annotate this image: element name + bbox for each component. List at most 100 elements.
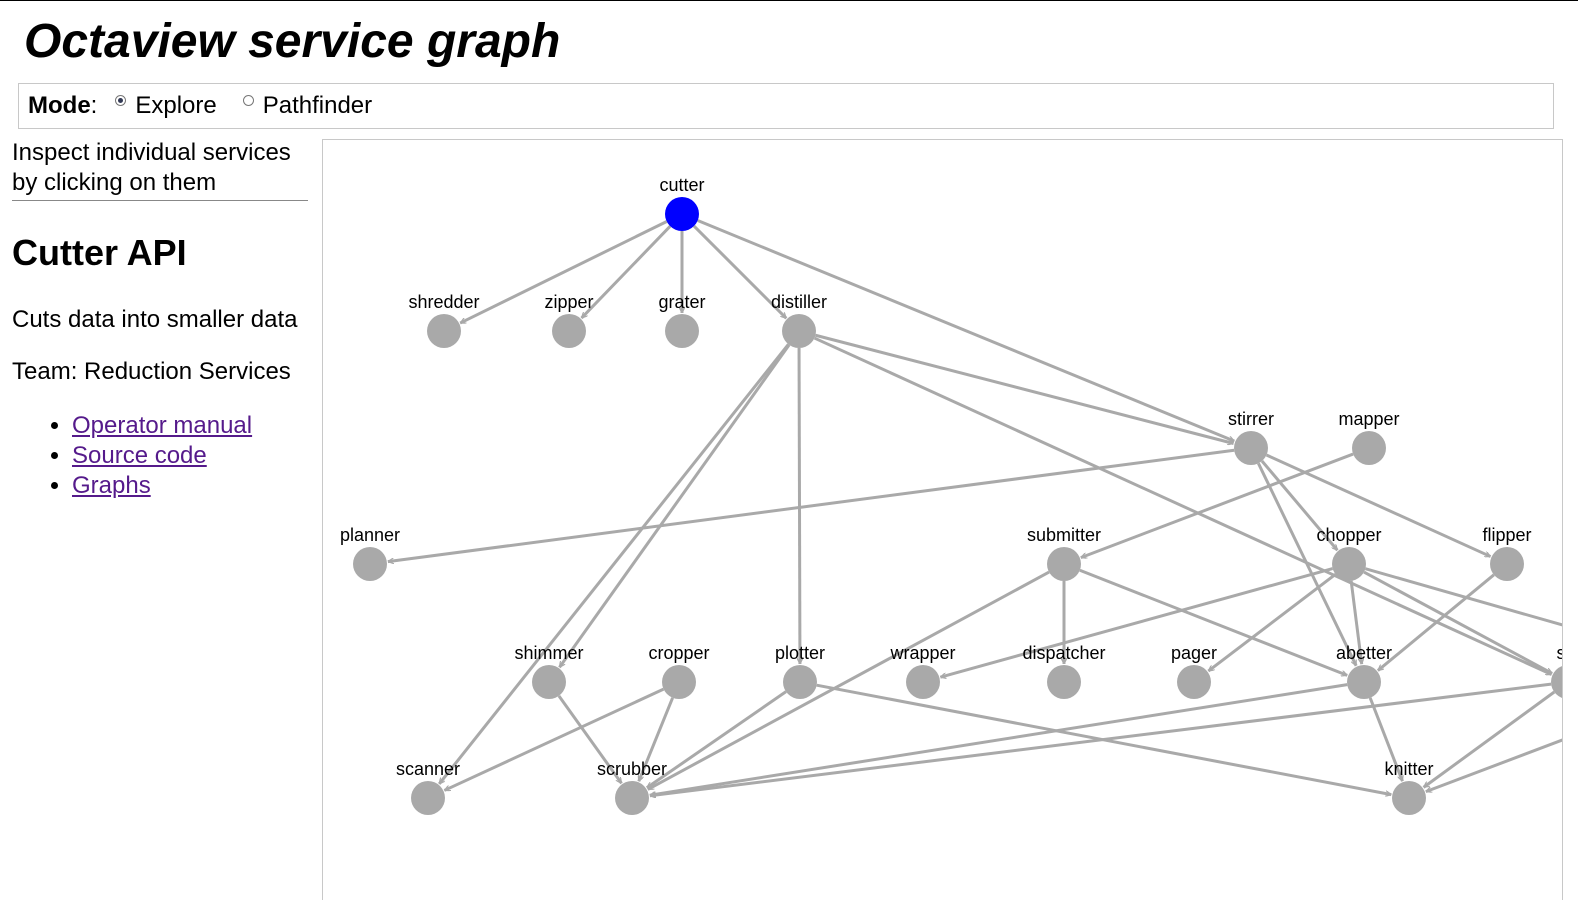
- node-circle-submitter[interactable]: [1047, 547, 1081, 581]
- node-circle-plotter[interactable]: [783, 665, 817, 699]
- pathfinder-radio[interactable]: [242, 94, 254, 106]
- link-item: Operator manual: [72, 411, 308, 441]
- node-circle-flipper[interactable]: [1490, 547, 1524, 581]
- edge-distiller-to-stirrer: [815, 333, 1233, 443]
- node-label-abetter: abetter: [1336, 643, 1392, 663]
- node-label-submitter: submitter: [1027, 525, 1101, 545]
- node-circle-zipper[interactable]: [552, 314, 586, 348]
- node-planner[interactable]: planner: [340, 525, 400, 581]
- edge-cutter-to-zipper: [580, 225, 672, 320]
- node-grater[interactable]: grater: [658, 292, 706, 348]
- edge-flipper-to-abetter: [1378, 573, 1495, 672]
- node-circle-scrubber[interactable]: [615, 781, 649, 815]
- node-label-stc: stc: [1556, 643, 1563, 663]
- edge-cropper-to-scanner: [444, 687, 665, 792]
- node-circle-stirrer[interactable]: [1234, 431, 1268, 465]
- node-label-scanner: scanner: [396, 759, 460, 779]
- node-label-wrapper: wrapper: [889, 643, 955, 663]
- node-flipper[interactable]: flipper: [1482, 525, 1532, 581]
- node-dispatcher[interactable]: dispatcher: [1022, 643, 1106, 699]
- node-chopper[interactable]: chopper: [1316, 525, 1382, 581]
- node-label-grater: grater: [658, 292, 705, 312]
- node-scrubber[interactable]: scrubber: [597, 759, 667, 815]
- node-stc[interactable]: stc: [1551, 643, 1563, 699]
- service-title: Cutter API: [12, 232, 187, 273]
- node-plotter[interactable]: plotter: [775, 643, 825, 699]
- node-circle-grater[interactable]: [665, 314, 699, 348]
- edge-stc-to-scrubber: [650, 682, 1552, 796]
- node-label-cutter: cutter: [659, 175, 704, 195]
- node-shredder[interactable]: shredder: [408, 292, 480, 348]
- graphs-link[interactable]: Graphs: [72, 472, 151, 499]
- node-label-zipper: zipper: [544, 292, 593, 312]
- edge-distiller-to-stc: [813, 336, 1551, 676]
- node-label-cropper: cropper: [648, 643, 709, 663]
- node-circle-cropper[interactable]: [662, 665, 696, 699]
- node-label-planner: planner: [340, 525, 400, 545]
- edge-chopper-to-offscreen_r1: [1364, 567, 1562, 627]
- node-scanner[interactable]: scanner: [396, 759, 460, 815]
- pathfinder-radio-label[interactable]: Pathfinder: [262, 92, 373, 119]
- operator-manual-link[interactable]: Operator manual: [72, 412, 253, 439]
- edge-shimmer-to-scrubber: [557, 694, 623, 784]
- service-links: Operator manual Source code Graphs: [12, 411, 308, 501]
- link-item: Graphs: [72, 471, 308, 501]
- service-graph-panel[interactable]: cutter shredder zipper grater distiller stirr…: [322, 139, 1563, 900]
- node-circle-stc[interactable]: [1551, 665, 1563, 699]
- node-label-flipper: flipper: [1482, 525, 1531, 545]
- mode-label: Mode: [28, 92, 91, 119]
- mode-colon: :: [90, 92, 98, 119]
- service-graph[interactable]: cutter shredder zipper grater distiller stirr…: [323, 140, 1563, 900]
- service-description: Cuts data into smaller data: [12, 306, 298, 333]
- edge-cutter-to-distiller: [692, 224, 788, 320]
- node-label-stirrer: stirrer: [1228, 409, 1274, 429]
- edge-abetter-to-scrubber: [650, 683, 1348, 796]
- link-item: Source code: [72, 441, 308, 471]
- node-circle-shredder[interactable]: [427, 314, 461, 348]
- edge-submitter-to-scrubber: [648, 570, 1050, 791]
- node-label-scrubber: scrubber: [597, 759, 667, 779]
- explore-radio[interactable]: [115, 94, 127, 106]
- node-circle-distiller[interactable]: [782, 314, 816, 348]
- node-circle-wrapper[interactable]: [906, 665, 940, 699]
- node-zipper[interactable]: zipper: [544, 292, 594, 348]
- node-wrapper[interactable]: wrapper: [889, 643, 956, 699]
- node-circle-abetter[interactable]: [1347, 665, 1381, 699]
- node-circle-cutter[interactable]: [665, 197, 699, 231]
- edge-stirrer-to-chopper: [1260, 460, 1339, 550]
- source-code-link[interactable]: Source code: [72, 442, 207, 469]
- node-circle-planner[interactable]: [353, 547, 387, 581]
- node-stirrer[interactable]: stirrer: [1228, 409, 1274, 465]
- node-pager[interactable]: pager: [1171, 643, 1217, 699]
- node-knitter[interactable]: knitter: [1384, 759, 1434, 815]
- node-circle-shimmer[interactable]: [532, 665, 566, 699]
- edge-stirrer-to-planner: [388, 448, 1235, 561]
- edge-chopper-to-abetter: [1349, 580, 1362, 664]
- node-circle-pager[interactable]: [1177, 665, 1211, 699]
- node-circle-mapper[interactable]: [1352, 431, 1386, 465]
- edge-offscreen_r2-to-knitter: [1426, 738, 1562, 794]
- edges-layer: [388, 219, 1562, 796]
- node-mapper[interactable]: mapper: [1338, 409, 1400, 465]
- node-label-plotter: plotter: [775, 643, 825, 663]
- node-label-chopper: chopper: [1316, 525, 1381, 545]
- node-circle-scanner[interactable]: [411, 781, 445, 815]
- explore-radio-label[interactable]: Explore: [135, 92, 217, 119]
- node-circle-dispatcher[interactable]: [1047, 665, 1081, 699]
- edge-stirrer-to-abetter: [1257, 462, 1358, 665]
- node-cutter[interactable]: cutter: [659, 175, 705, 231]
- node-circle-chopper[interactable]: [1332, 547, 1366, 581]
- node-label-distiller: distiller: [771, 292, 827, 312]
- mode-bar: Mode: Explore Pathfinder: [18, 83, 1554, 129]
- node-submitter[interactable]: submitter: [1027, 525, 1101, 581]
- node-label-mapper: mapper: [1338, 409, 1399, 429]
- node-distiller[interactable]: distiller: [771, 292, 827, 348]
- node-abetter[interactable]: abetter: [1336, 643, 1392, 699]
- node-shimmer[interactable]: shimmer: [514, 643, 584, 699]
- node-cropper[interactable]: cropper: [648, 643, 710, 699]
- edge-abetter-to-knitter: [1368, 697, 1404, 781]
- edge-chopper-to-stc: [1363, 570, 1552, 675]
- node-circle-knitter[interactable]: [1392, 781, 1426, 815]
- edge-distiller-to-shimmer: [558, 343, 791, 667]
- inspect-hint: Inspect individual services by clicking …: [12, 138, 308, 201]
